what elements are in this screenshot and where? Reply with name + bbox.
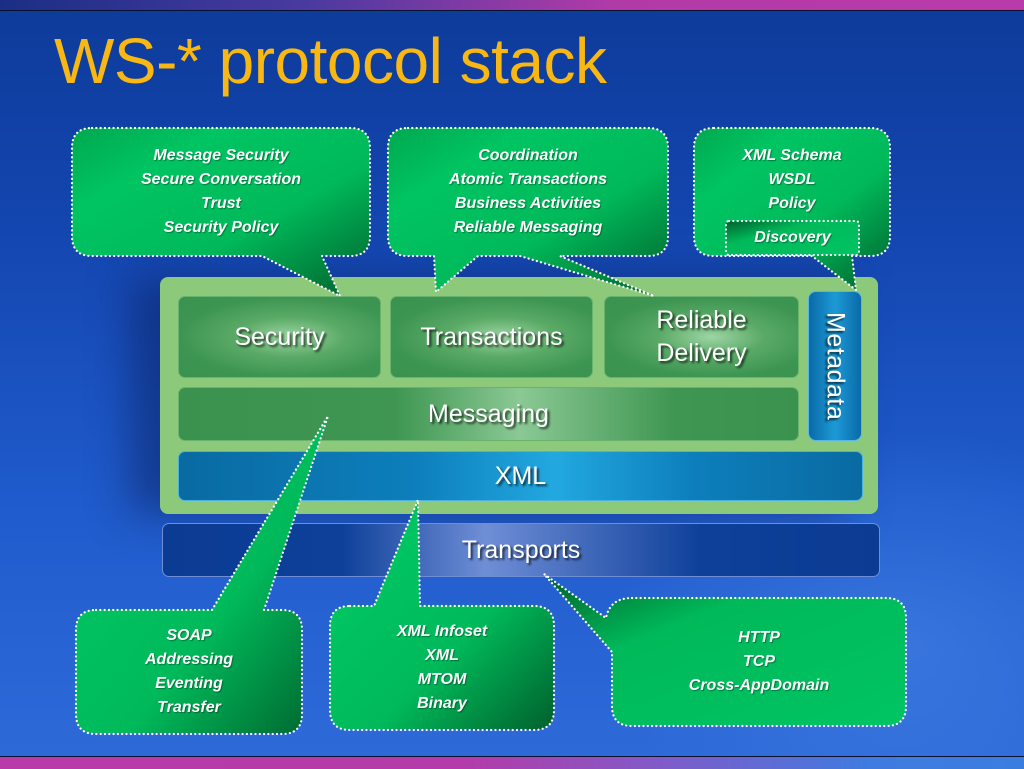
callout-item: MTOM <box>417 671 467 688</box>
callout-item: Addressing <box>144 651 233 668</box>
callout-item: Message Security <box>153 147 289 164</box>
transports-layer: Transports <box>162 523 880 577</box>
xml-label: XML <box>494 461 547 490</box>
security-callout-text: Message Security Secure Conversation Tru… <box>72 144 370 240</box>
bottom-accent-bar <box>0 756 1024 769</box>
reliable-delivery-layer: Reliable Delivery <box>604 296 799 378</box>
callout-item: Transfer <box>157 699 221 716</box>
transactions-callout-text: Coordination Atomic Transactions Busines… <box>388 144 668 240</box>
callout-item: Business Activities <box>454 195 602 212</box>
messaging-layer: Messaging <box>178 387 799 441</box>
transports-label: Transports <box>461 535 581 564</box>
discovery-text: Discovery <box>726 226 859 250</box>
callout-item: Policy <box>768 195 816 212</box>
slide-title: WS-* protocol stack <box>54 25 607 97</box>
callout-item: WSDL <box>768 171 816 188</box>
metadata-label: Metadata <box>821 311 850 421</box>
top-accent-bar <box>0 0 1024 11</box>
callout-item: Secure Conversation <box>140 171 302 188</box>
xml-layer: XML <box>178 451 863 501</box>
metadata-layer: Metadata <box>808 291 862 441</box>
reliable-delivery-label: Reliable Delivery <box>656 304 746 370</box>
callout-item: Coordination <box>478 147 578 164</box>
security-layer: Security <box>178 296 381 378</box>
callout-item: Reliable Messaging <box>453 219 603 236</box>
callout-item: XML <box>425 647 459 664</box>
messaging-callout-text: SOAP Addressing Eventing Transfer <box>76 624 302 720</box>
callout-item: SOAP <box>166 627 212 644</box>
callout-item: TCP <box>743 653 775 670</box>
reliable-delivery-line-2: Delivery <box>656 339 747 367</box>
callout-item: Discovery <box>754 229 831 246</box>
callout-item: Cross-AppDomain <box>688 677 830 694</box>
transports-callout-text: HTTP TCP Cross-AppDomain <box>612 626 906 698</box>
callout-item: XML Schema <box>742 147 842 164</box>
security-label: Security <box>234 322 325 351</box>
transactions-layer: Transactions <box>390 296 593 378</box>
transactions-label: Transactions <box>420 322 563 351</box>
xml-callout-text: XML Infoset XML MTOM Binary <box>330 620 554 716</box>
callout-item: Atomic Transactions <box>449 171 607 188</box>
callout-item: Security Policy <box>163 219 279 236</box>
callout-item: HTTP <box>738 629 780 646</box>
metadata-callout-text: XML Schema WSDL Policy <box>694 144 890 216</box>
reliable-delivery-line-1: Reliable <box>656 306 747 334</box>
callout-item: XML Infoset <box>396 623 488 640</box>
callout-item: Eventing <box>155 675 223 692</box>
messaging-label: Messaging <box>428 399 549 428</box>
callout-item: Trust <box>201 195 241 212</box>
callout-item: Binary <box>417 695 467 712</box>
